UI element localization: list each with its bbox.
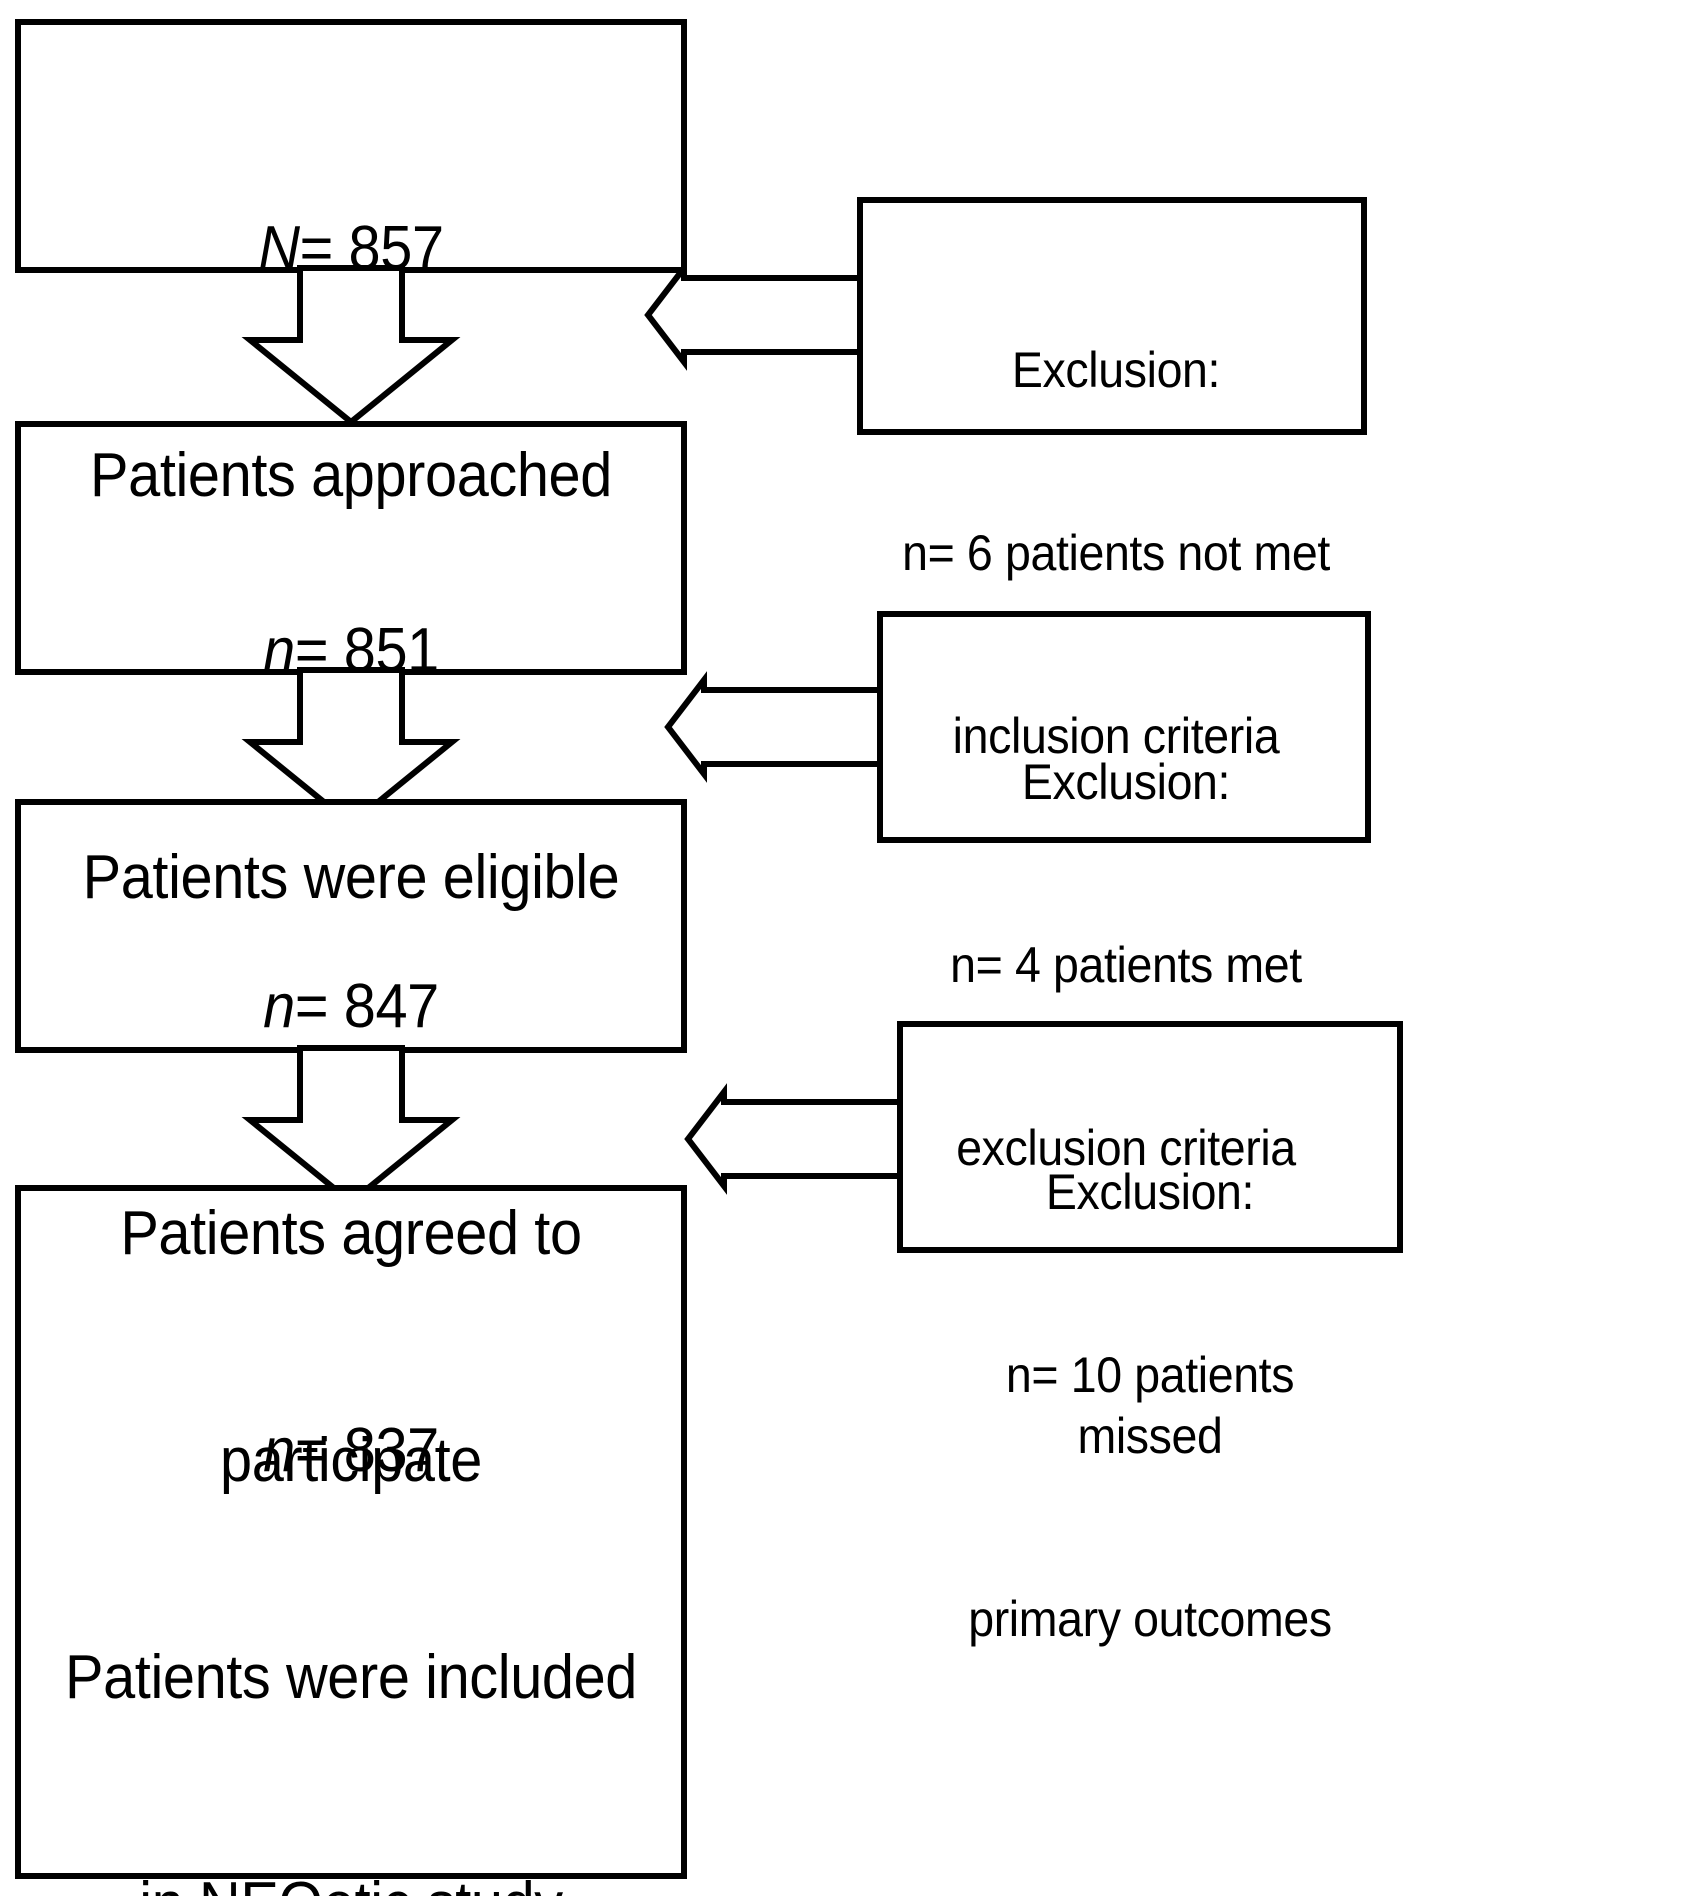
- exclusion-2-line2: n= 4 patients met: [950, 937, 1302, 993]
- exclusion-box-1: [857, 197, 1367, 435]
- main-box-included-text: n= 837 Patients were included in NEOetic…: [41, 1262, 660, 1896]
- exclusion-2-line3: exclusion criteria: [956, 1120, 1296, 1176]
- left-arrow-1: [644, 252, 863, 378]
- exclusion-1-line2: n= 6 patients not met: [902, 525, 1330, 581]
- main-box-included: [15, 1185, 687, 1879]
- exclusion-1-line3: inclusion criteria: [952, 708, 1280, 764]
- down-arrow-2: [241, 667, 461, 828]
- main-box-approached-line2: Patients approached: [90, 441, 612, 511]
- main-box-agreed-count: n= 847: [41, 969, 660, 1045]
- count-value: = 857: [299, 214, 444, 284]
- main-box-included-line3: in NEOetic study: [41, 1867, 660, 1896]
- exclusion-2-heading: Exclusion:: [1021, 754, 1231, 810]
- main-box-agreed-text: n= 847 Patients agreed to participate: [41, 818, 660, 1650]
- left-arrow-3: [684, 1076, 903, 1202]
- exclusion-3-line3: primary outcomes: [968, 1591, 1332, 1647]
- left-arrow-2: [664, 664, 883, 790]
- main-box-agreed-line2: Patients agreed to: [120, 1199, 582, 1269]
- exclusion-box-3-text: Exclusion: n= 10 patients missed primary…: [931, 1040, 1370, 1772]
- exclusion-3-line2: n= 10 patients missed: [1005, 1347, 1307, 1464]
- n-italic-label: N: [258, 214, 300, 284]
- main-box-eligible-text: n= 851 Patients were eligible: [41, 462, 660, 1067]
- count-value: = 847: [294, 972, 439, 1042]
- main-box-agreed-line3: participate: [220, 1426, 482, 1495]
- exclusion-box-1-text: Exclusion: n= 6 patients not met inclusi…: [895, 218, 1338, 889]
- count-value: = 851: [294, 616, 439, 686]
- down-arrow-3: [241, 1045, 461, 1206]
- main-box-eligible-count: n= 851: [41, 613, 660, 689]
- n-italic-label: n: [263, 1416, 295, 1486]
- count-value: = 837: [294, 1416, 439, 1486]
- main-box-eligible-line2: Patients were eligible: [82, 843, 620, 913]
- main-box-approached: [15, 19, 687, 273]
- exclusion-1-heading: Exclusion:: [1011, 342, 1221, 398]
- down-arrow-1: [241, 265, 461, 426]
- main-box-included-count: n= 837: [41, 1413, 660, 1489]
- n-italic-label: n: [263, 616, 295, 686]
- main-box-included-line2: Patients were included: [65, 1643, 637, 1713]
- main-box-eligible: [15, 421, 687, 675]
- main-box-approached-count: N= 857: [41, 211, 660, 287]
- exclusion-box-2-text: Exclusion: n= 4 patients met exclusion c…: [912, 630, 1340, 1301]
- n-italic-label: n: [263, 972, 295, 1042]
- main-box-agreed: [15, 799, 687, 1053]
- main-box-approached-text: N= 857 Patients approached: [41, 60, 660, 665]
- exclusion-box-3: [897, 1021, 1403, 1253]
- exclusion-3-heading: Exclusion:: [1045, 1164, 1255, 1220]
